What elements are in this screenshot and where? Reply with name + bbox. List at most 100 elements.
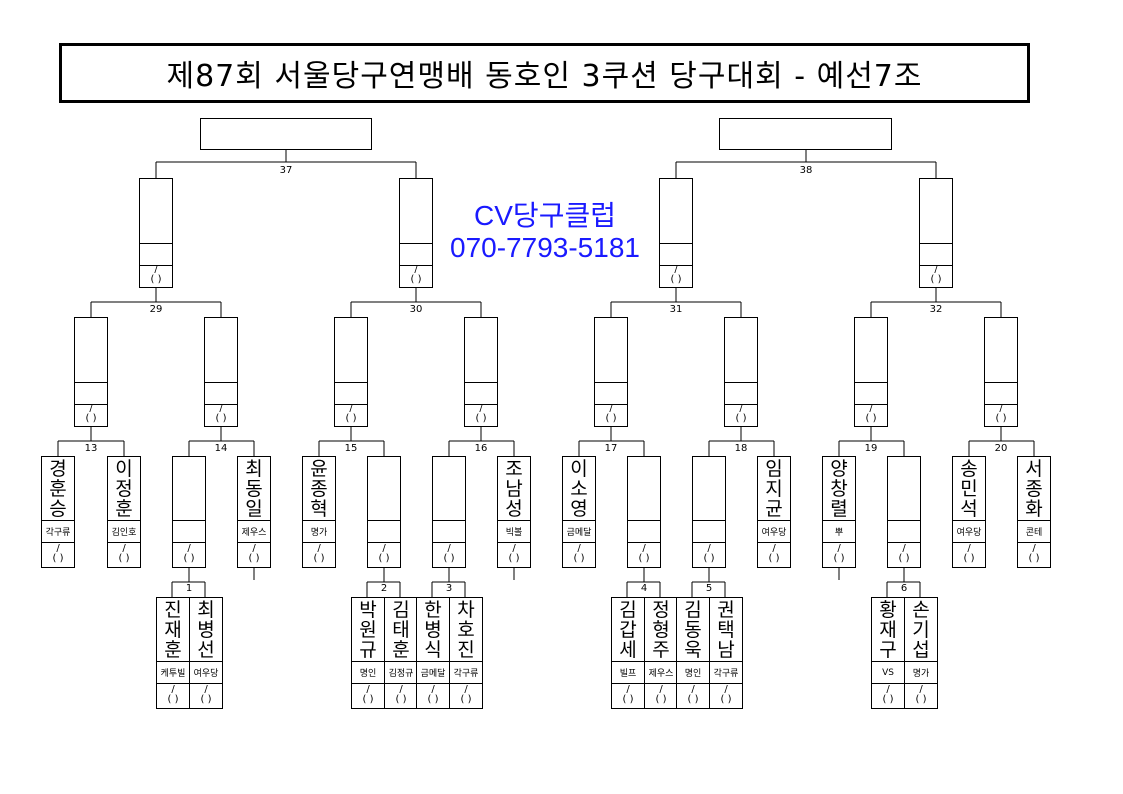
player-name-char: 재: [879, 619, 897, 641]
score-slot: /( ): [205, 402, 237, 426]
player-name-char: 섭: [912, 639, 930, 661]
score-value: /: [349, 403, 353, 414]
player-name-char: 재: [164, 619, 182, 641]
score-sets: ( ): [475, 413, 487, 424]
player-name-char: 훈: [164, 639, 182, 661]
player-name-char: 호: [457, 619, 475, 641]
player-name-char: 욱: [684, 639, 702, 661]
player-name-char: 황: [879, 599, 897, 621]
score-slot: /( ): [140, 263, 172, 287]
player-name-char: 임: [765, 458, 783, 480]
score-slot: /( ): [953, 541, 985, 567]
score-sets: ( ): [865, 413, 877, 424]
player-card: /( ): [692, 456, 726, 568]
score-value: /: [691, 684, 695, 695]
player-club: 여우당: [761, 528, 787, 538]
score-value: /: [739, 403, 743, 414]
player-name-char: 최: [245, 458, 263, 480]
score-slot: /( ): [725, 402, 757, 426]
player-club: 김정규: [388, 669, 414, 679]
score-value: /: [707, 543, 711, 554]
player-club: 제우스: [648, 669, 674, 679]
player-name-char: 훈: [49, 478, 67, 500]
player-name-char: 선: [197, 639, 215, 661]
player-name-char: 한: [424, 599, 442, 621]
player-club: 명인: [684, 669, 702, 679]
player-name-char: 갑: [619, 619, 637, 641]
player-name-char: 차: [457, 599, 475, 621]
match-number: 5: [705, 583, 713, 594]
score-value: /: [724, 684, 728, 695]
score-value: /: [659, 684, 663, 695]
score-sets: ( ): [362, 694, 374, 705]
player-club: 금메달: [566, 528, 592, 538]
score-value: /: [317, 543, 321, 554]
player-name-char: 종: [1025, 478, 1043, 500]
score-slot: /( ): [595, 402, 627, 426]
winner-slot: /( ): [464, 317, 498, 427]
match-number: 4: [640, 583, 648, 594]
player-name-char: 기: [912, 619, 930, 641]
score-slot: /( ): [352, 682, 384, 708]
score-sets: ( ): [200, 694, 212, 705]
player-card: /( ): [367, 456, 401, 568]
score-slot: /( ): [823, 541, 855, 567]
score-sets: ( ): [395, 694, 407, 705]
score-slot: /( ): [872, 682, 904, 708]
player-name-char: 민: [960, 478, 978, 500]
score-value: /: [89, 403, 93, 414]
match-number: 3: [445, 583, 453, 594]
player-name-char: 진: [457, 639, 475, 661]
score-value: /: [252, 543, 256, 554]
score-slot: /( ): [985, 402, 1017, 426]
score-sets: ( ): [378, 553, 390, 564]
score-value: /: [512, 543, 516, 554]
score-sets: ( ): [508, 553, 520, 564]
player-club: 명가: [310, 528, 328, 538]
score-slot: /( ): [465, 402, 497, 426]
player-name-char: 병: [424, 619, 442, 641]
player-club: 여우당: [193, 669, 219, 679]
player-name-char: 훈: [115, 498, 133, 520]
score-slot: /( ): [563, 541, 595, 567]
player-club: 각구류: [453, 669, 479, 679]
score-sets: ( ): [882, 694, 894, 705]
score-sets: ( ): [963, 553, 975, 564]
score-value: /: [609, 403, 613, 414]
score-value: /: [56, 543, 60, 554]
match-number: 29: [149, 304, 163, 315]
score-slot: /( ): [157, 682, 189, 708]
match-number: 20: [994, 443, 1008, 454]
score-slot: /( ): [450, 682, 482, 708]
winner-slot: /( ): [334, 317, 368, 427]
score-slot: /( ): [888, 541, 920, 567]
score-slot: /( ): [433, 541, 465, 567]
score-slot: /( ): [173, 541, 205, 567]
player-name-char: 남: [717, 639, 735, 661]
score-slot: /( ): [190, 682, 222, 708]
winner-slot: /( ): [399, 178, 433, 288]
player-club: 각구류: [45, 528, 71, 538]
player-name-char: 남: [505, 478, 523, 500]
player-name-char: 원: [359, 619, 377, 641]
score-sets: ( ): [898, 553, 910, 564]
score-value: /: [772, 543, 776, 554]
player-name-char: 균: [765, 498, 783, 520]
match-number: 17: [604, 443, 618, 454]
score-value: /: [464, 684, 468, 695]
player-name-char: 창: [830, 478, 848, 500]
score-sets: ( ): [995, 413, 1007, 424]
